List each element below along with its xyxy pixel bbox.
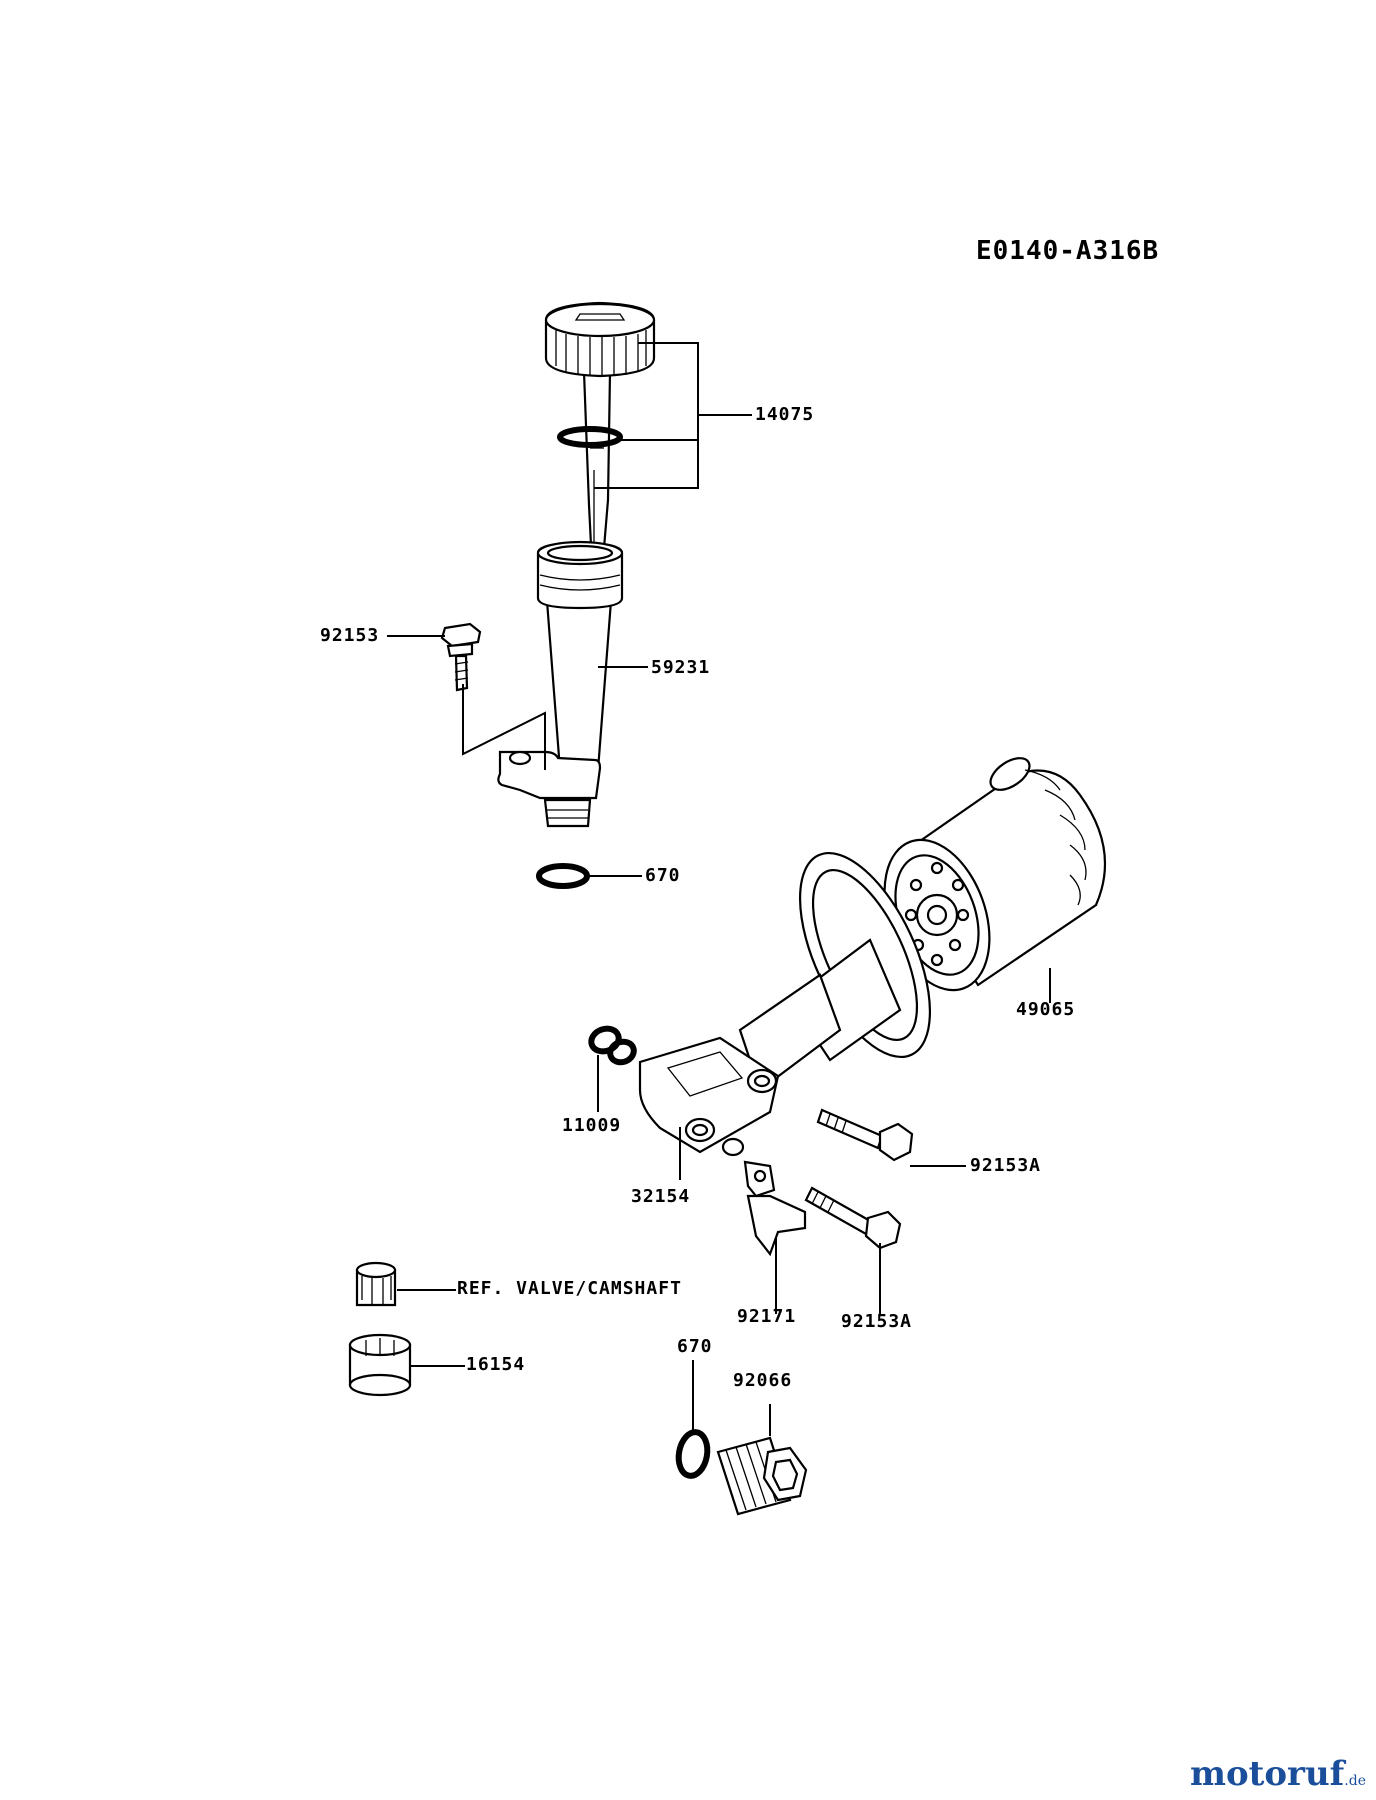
bolt-92153A-lower[interactable] <box>804 1186 902 1250</box>
oil-filler-tube[interactable] <box>497 540 624 828</box>
oil-pump-inner-rotor[interactable] <box>355 1261 397 1307</box>
callout-49065[interactable]: 49065 <box>1016 999 1076 1020</box>
leader-lines <box>387 342 1051 1436</box>
o-ring-670-tube[interactable] <box>536 863 590 889</box>
callout-92153A-upper[interactable]: 92153A <box>970 1155 1042 1176</box>
callout-92153[interactable]: 92153 <box>320 625 380 646</box>
callout-16154[interactable]: 16154 <box>466 1354 526 1375</box>
o-rings-11009[interactable] <box>588 1025 637 1066</box>
oil-filter-mount[interactable] <box>638 834 957 1157</box>
watermark-main: motoruf <box>1190 1754 1345 1794</box>
oil-pump-outer-rotor[interactable] <box>348 1333 412 1397</box>
watermark-tld: .de <box>1344 1773 1366 1789</box>
bolt-92153A-upper[interactable] <box>816 1108 914 1162</box>
callout-32154[interactable]: 32154 <box>631 1186 691 1207</box>
callout-670-tube[interactable]: 670 <box>645 865 681 886</box>
callout-92171[interactable]: 92171 <box>737 1306 797 1327</box>
diagram-code: E0140-A316B <box>976 236 1160 266</box>
watermark-logo: motoruf.de <box>1190 1754 1366 1794</box>
callout-11009[interactable]: 11009 <box>562 1115 622 1136</box>
dipstick-o-ring[interactable] <box>557 426 623 448</box>
callout-ref-valve-camshaft[interactable]: REF. VALVE/CAMSHAFT <box>457 1278 682 1299</box>
clamp-92171[interactable] <box>743 1160 807 1257</box>
bolt-92153[interactable] <box>440 622 482 692</box>
o-ring-670-drain[interactable] <box>675 1429 711 1479</box>
callout-59231[interactable]: 59231 <box>651 657 711 678</box>
callout-92153A-lower[interactable]: 92153A <box>841 1311 913 1332</box>
callout-14075[interactable]: 14075 <box>755 404 815 425</box>
callout-92066[interactable]: 92066 <box>733 1370 793 1391</box>
dipstick-part[interactable] <box>544 301 656 567</box>
callout-670-drain[interactable]: 670 <box>677 1336 713 1357</box>
drain-plug-92066[interactable] <box>716 1436 808 1516</box>
